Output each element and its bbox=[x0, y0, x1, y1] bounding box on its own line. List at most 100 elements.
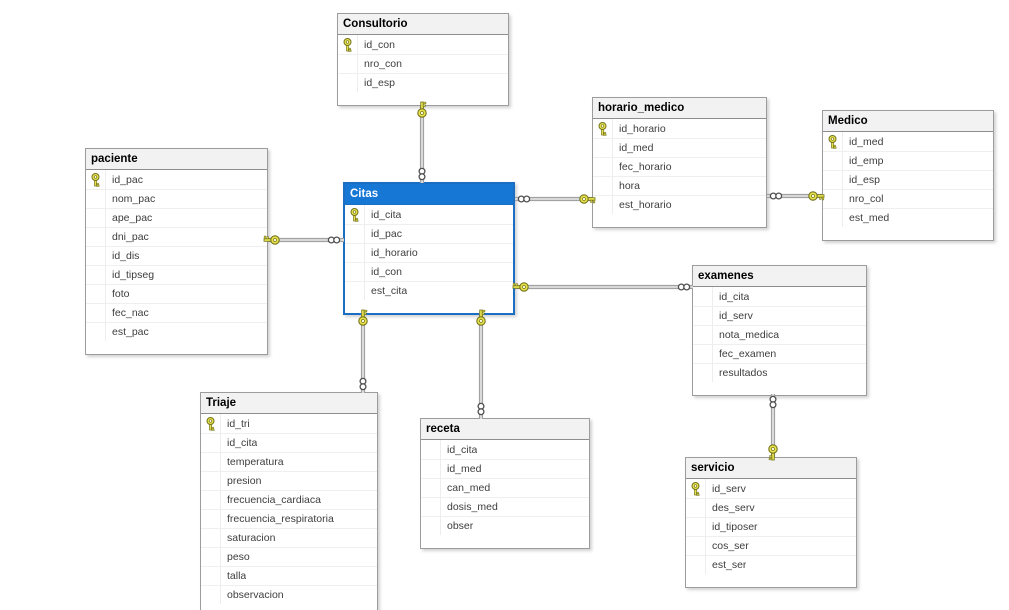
field-row-nro_con[interactable]: nro_con bbox=[338, 54, 508, 73]
field-row-frecuencia_respiratoria[interactable]: frecuencia_respiratoria bbox=[201, 509, 377, 528]
field-row-id_med[interactable]: id_med bbox=[593, 138, 766, 157]
field-row-cos_ser[interactable]: cos_ser bbox=[686, 536, 856, 555]
field-row-est_cita[interactable]: est_cita bbox=[345, 281, 513, 300]
field-row-talla[interactable]: talla bbox=[201, 566, 377, 585]
table-title: Medico bbox=[828, 115, 868, 127]
relationship-line-horario_medico-Citas[interactable] bbox=[515, 194, 596, 204]
field-row-id_tiposer[interactable]: id_tiposer bbox=[686, 517, 856, 536]
field-row-nro_col[interactable]: nro_col bbox=[823, 189, 993, 208]
table-servicio[interactable]: servicio id_serv des_serv id_tiposer cos_ser… bbox=[685, 457, 857, 588]
table-title: examenes bbox=[698, 270, 754, 282]
field-row-id_con[interactable]: id_con bbox=[338, 35, 508, 54]
table-header[interactable]: Citas bbox=[345, 184, 513, 205]
relationship-line-Citas-receta[interactable] bbox=[476, 309, 486, 419]
field-name: fec_nac bbox=[112, 307, 149, 319]
field-row-id_serv[interactable]: id_serv bbox=[686, 479, 856, 498]
field-row-fec_nac[interactable]: fec_nac bbox=[86, 303, 267, 322]
field-row-id_med[interactable]: id_med bbox=[421, 459, 589, 478]
field-row-id_pac[interactable]: id_pac bbox=[86, 170, 267, 189]
field-row-presion[interactable]: presion bbox=[201, 471, 377, 490]
field-row-id_pac[interactable]: id_pac bbox=[345, 224, 513, 243]
field-name: id_cita bbox=[719, 290, 750, 303]
table-header[interactable]: servicio bbox=[686, 458, 856, 479]
field-row-peso[interactable]: peso bbox=[201, 547, 377, 566]
field-row-hora[interactable]: hora bbox=[593, 176, 766, 195]
field-row-temperatura[interactable]: temperatura bbox=[201, 452, 377, 471]
field-row-foto[interactable]: foto bbox=[86, 284, 267, 303]
field-row-saturacion[interactable]: saturacion bbox=[201, 528, 377, 547]
relationship-line-Consultorio-Citas[interactable] bbox=[417, 101, 427, 183]
field-row-frecuencia_cardiaca[interactable]: frecuencia_cardiaca bbox=[201, 490, 377, 509]
relationship-line-paciente-Citas[interactable] bbox=[263, 235, 344, 245]
field-row-id_serv[interactable]: id_serv bbox=[693, 306, 866, 325]
field-row-id_med[interactable]: id_med bbox=[823, 132, 993, 151]
key-cell-empty bbox=[201, 434, 221, 452]
relationship-line-Medico-horario_medico[interactable] bbox=[767, 191, 825, 201]
primary-key-icon bbox=[598, 121, 607, 136]
field-row-nom_pac[interactable]: nom_pac bbox=[86, 189, 267, 208]
table-header[interactable]: horario_medico bbox=[593, 98, 766, 119]
primary-key-icon bbox=[343, 37, 352, 52]
key-cell-empty bbox=[201, 510, 221, 528]
field-row-est_horario[interactable]: est_horario bbox=[593, 195, 766, 214]
field-row-id_con[interactable]: id_con bbox=[345, 262, 513, 281]
field-row-fec_horario[interactable]: fec_horario bbox=[593, 157, 766, 176]
field-row-resultados[interactable]: resultados bbox=[693, 363, 866, 382]
field-name: saturacion bbox=[227, 532, 276, 544]
key-cell-empty bbox=[201, 567, 221, 585]
field-row-dni_pac[interactable]: dni_pac bbox=[86, 227, 267, 246]
field-row-id_horario[interactable]: id_horario bbox=[593, 119, 766, 138]
field-row-fec_examen[interactable]: fec_examen bbox=[693, 344, 866, 363]
field-row-des_serv[interactable]: des_serv bbox=[686, 498, 856, 517]
relationship-line-servicio-examenes[interactable] bbox=[768, 394, 778, 461]
field-row-est_ser[interactable]: est_ser bbox=[686, 555, 856, 574]
table-title: paciente bbox=[91, 153, 138, 165]
table-header[interactable]: receta bbox=[421, 419, 589, 440]
table-header[interactable]: Consultorio bbox=[338, 14, 508, 35]
field-name: id_serv bbox=[712, 482, 746, 495]
field-row-can_med[interactable]: can_med bbox=[421, 478, 589, 497]
field-row-est_pac[interactable]: est_pac bbox=[86, 322, 267, 341]
table-header[interactable]: paciente bbox=[86, 149, 267, 170]
relationship-line-Citas-examenes[interactable] bbox=[512, 282, 693, 292]
field-row-dosis_med[interactable]: dosis_med bbox=[421, 497, 589, 516]
field-row-observacion[interactable]: observacion bbox=[201, 585, 377, 604]
key-cell-empty bbox=[593, 158, 613, 176]
field-row-id_esp[interactable]: id_esp bbox=[338, 73, 508, 92]
field-row-id_horario[interactable]: id_horario bbox=[345, 243, 513, 262]
field-row-ape_pac[interactable]: ape_pac bbox=[86, 208, 267, 227]
primary-key-icon bbox=[691, 481, 700, 496]
relationship-line-Citas-Triaje[interactable] bbox=[358, 309, 368, 393]
table-header[interactable]: Triaje bbox=[201, 393, 377, 414]
field-name: dni_pac bbox=[112, 231, 149, 243]
key-cell-empty bbox=[421, 440, 441, 459]
table-header[interactable]: examenes bbox=[693, 266, 866, 287]
field-row-id_tri[interactable]: id_tri bbox=[201, 414, 377, 433]
field-row-id_cita[interactable]: id_cita bbox=[201, 433, 377, 452]
field-row-id_tipseg[interactable]: id_tipseg bbox=[86, 265, 267, 284]
field-row-est_med[interactable]: est_med bbox=[823, 208, 993, 227]
field-row-id_esp[interactable]: id_esp bbox=[823, 170, 993, 189]
field-row-id_emp[interactable]: id_emp bbox=[823, 151, 993, 170]
field-name: id_tiposer bbox=[712, 521, 758, 533]
key-cell-empty bbox=[421, 479, 441, 497]
table-header[interactable]: Medico bbox=[823, 111, 993, 132]
field-row-nota_medica[interactable]: nota_medica bbox=[693, 325, 866, 344]
key-cell-empty bbox=[201, 491, 221, 509]
field-row-id_cita[interactable]: id_cita bbox=[421, 440, 589, 459]
field-row-id_dis[interactable]: id_dis bbox=[86, 246, 267, 265]
field-row-id_cita[interactable]: id_cita bbox=[345, 205, 513, 224]
field-row-obser[interactable]: obser bbox=[421, 516, 589, 535]
field-row-id_cita[interactable]: id_cita bbox=[693, 287, 866, 306]
